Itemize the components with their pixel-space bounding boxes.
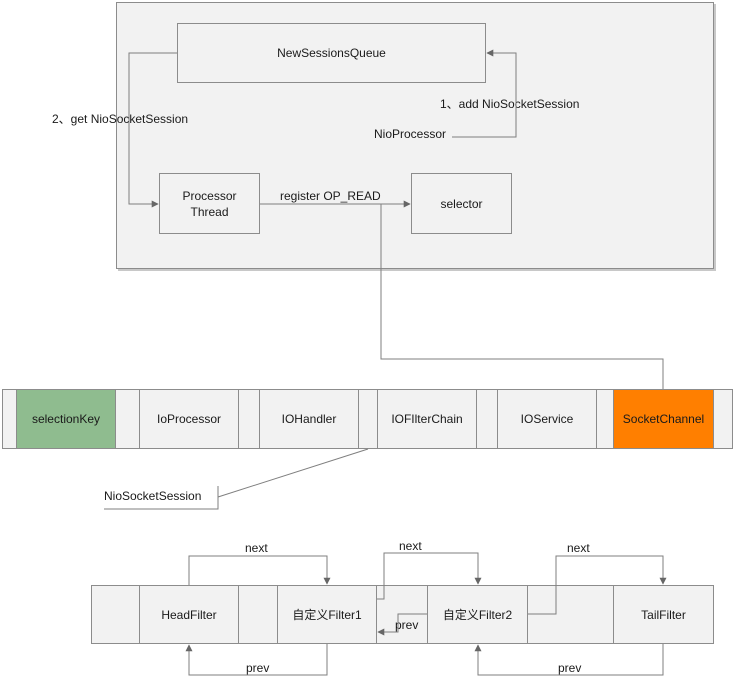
io-filter-chain-cell: IOFIlterChain xyxy=(377,389,477,449)
next-label-1: next xyxy=(245,541,268,555)
io-processor-label: IoProcessor xyxy=(156,412,222,426)
session-bar xyxy=(2,389,733,449)
tail-filter-cell: TailFilter xyxy=(613,585,714,644)
io-handler-label: IOHandler xyxy=(281,412,337,426)
add-session-arrow xyxy=(452,49,517,138)
processor-thread-box: Processor Thread xyxy=(159,173,260,234)
prev-label-1: prev xyxy=(395,618,419,632)
custom-filter-2-cell: 自定义Filter2 xyxy=(427,585,528,644)
nio-socket-session-callout: NioSocketSession xyxy=(104,489,202,503)
prev-arrow-2 xyxy=(185,644,328,676)
processor-thread-label: Processor Thread xyxy=(182,188,237,219)
io-handler-cell: IOHandler xyxy=(259,389,359,449)
nio-processor-label: NioProcessor xyxy=(374,127,447,141)
get-session-arrow xyxy=(128,52,177,208)
socket-channel-cell: SocketChannel xyxy=(613,389,714,449)
step-get-session-label: 2、get NioSocketSession xyxy=(52,112,189,126)
io-service-cell: IOService xyxy=(497,389,597,449)
next-arrow-1 xyxy=(188,555,331,585)
custom-filter-1-label: 自定义Filter1 xyxy=(292,607,362,622)
callout-bracket xyxy=(104,486,219,510)
socket-channel-label: SocketChannel xyxy=(622,412,705,426)
selection-key-label: selectionKey xyxy=(31,412,101,426)
head-filter-cell: HeadFilter xyxy=(139,585,239,644)
prev-arrow-1 xyxy=(377,613,427,636)
next-label-2: next xyxy=(399,539,422,553)
next-arrow-3 xyxy=(528,555,667,615)
step-add-session-label: 1、add NioSocketSession xyxy=(440,97,580,111)
custom-filter-2-label: 自定义Filter2 xyxy=(442,607,513,622)
io-filter-chain-label: IOFIlterChain xyxy=(391,412,463,426)
selection-key-cell: selectionKey xyxy=(16,389,116,449)
selector-socket-link xyxy=(380,204,664,389)
io-service-label: IOService xyxy=(520,412,574,426)
head-filter-label: HeadFilter xyxy=(161,607,217,622)
prev-label-3: prev xyxy=(558,661,582,675)
new-sessions-queue-box: NewSessionsQueue xyxy=(177,23,486,83)
selector-box: selector xyxy=(411,173,512,234)
prev-label-2: prev xyxy=(246,661,270,675)
tail-filter-label: TailFilter xyxy=(641,607,686,622)
next-label-3: next xyxy=(567,541,590,555)
custom-filter-1-cell: 自定义Filter1 xyxy=(277,585,377,644)
filter-chain-callout-line xyxy=(217,448,369,498)
register-op-read-label: register OP_READ xyxy=(280,189,381,203)
next-arrow-2 xyxy=(377,552,482,600)
new-sessions-queue-label: NewSessionsQueue xyxy=(277,46,386,60)
io-processor-cell: IoProcessor xyxy=(139,389,239,449)
selector-label: selector xyxy=(440,196,483,211)
prev-arrow-3 xyxy=(474,644,664,676)
